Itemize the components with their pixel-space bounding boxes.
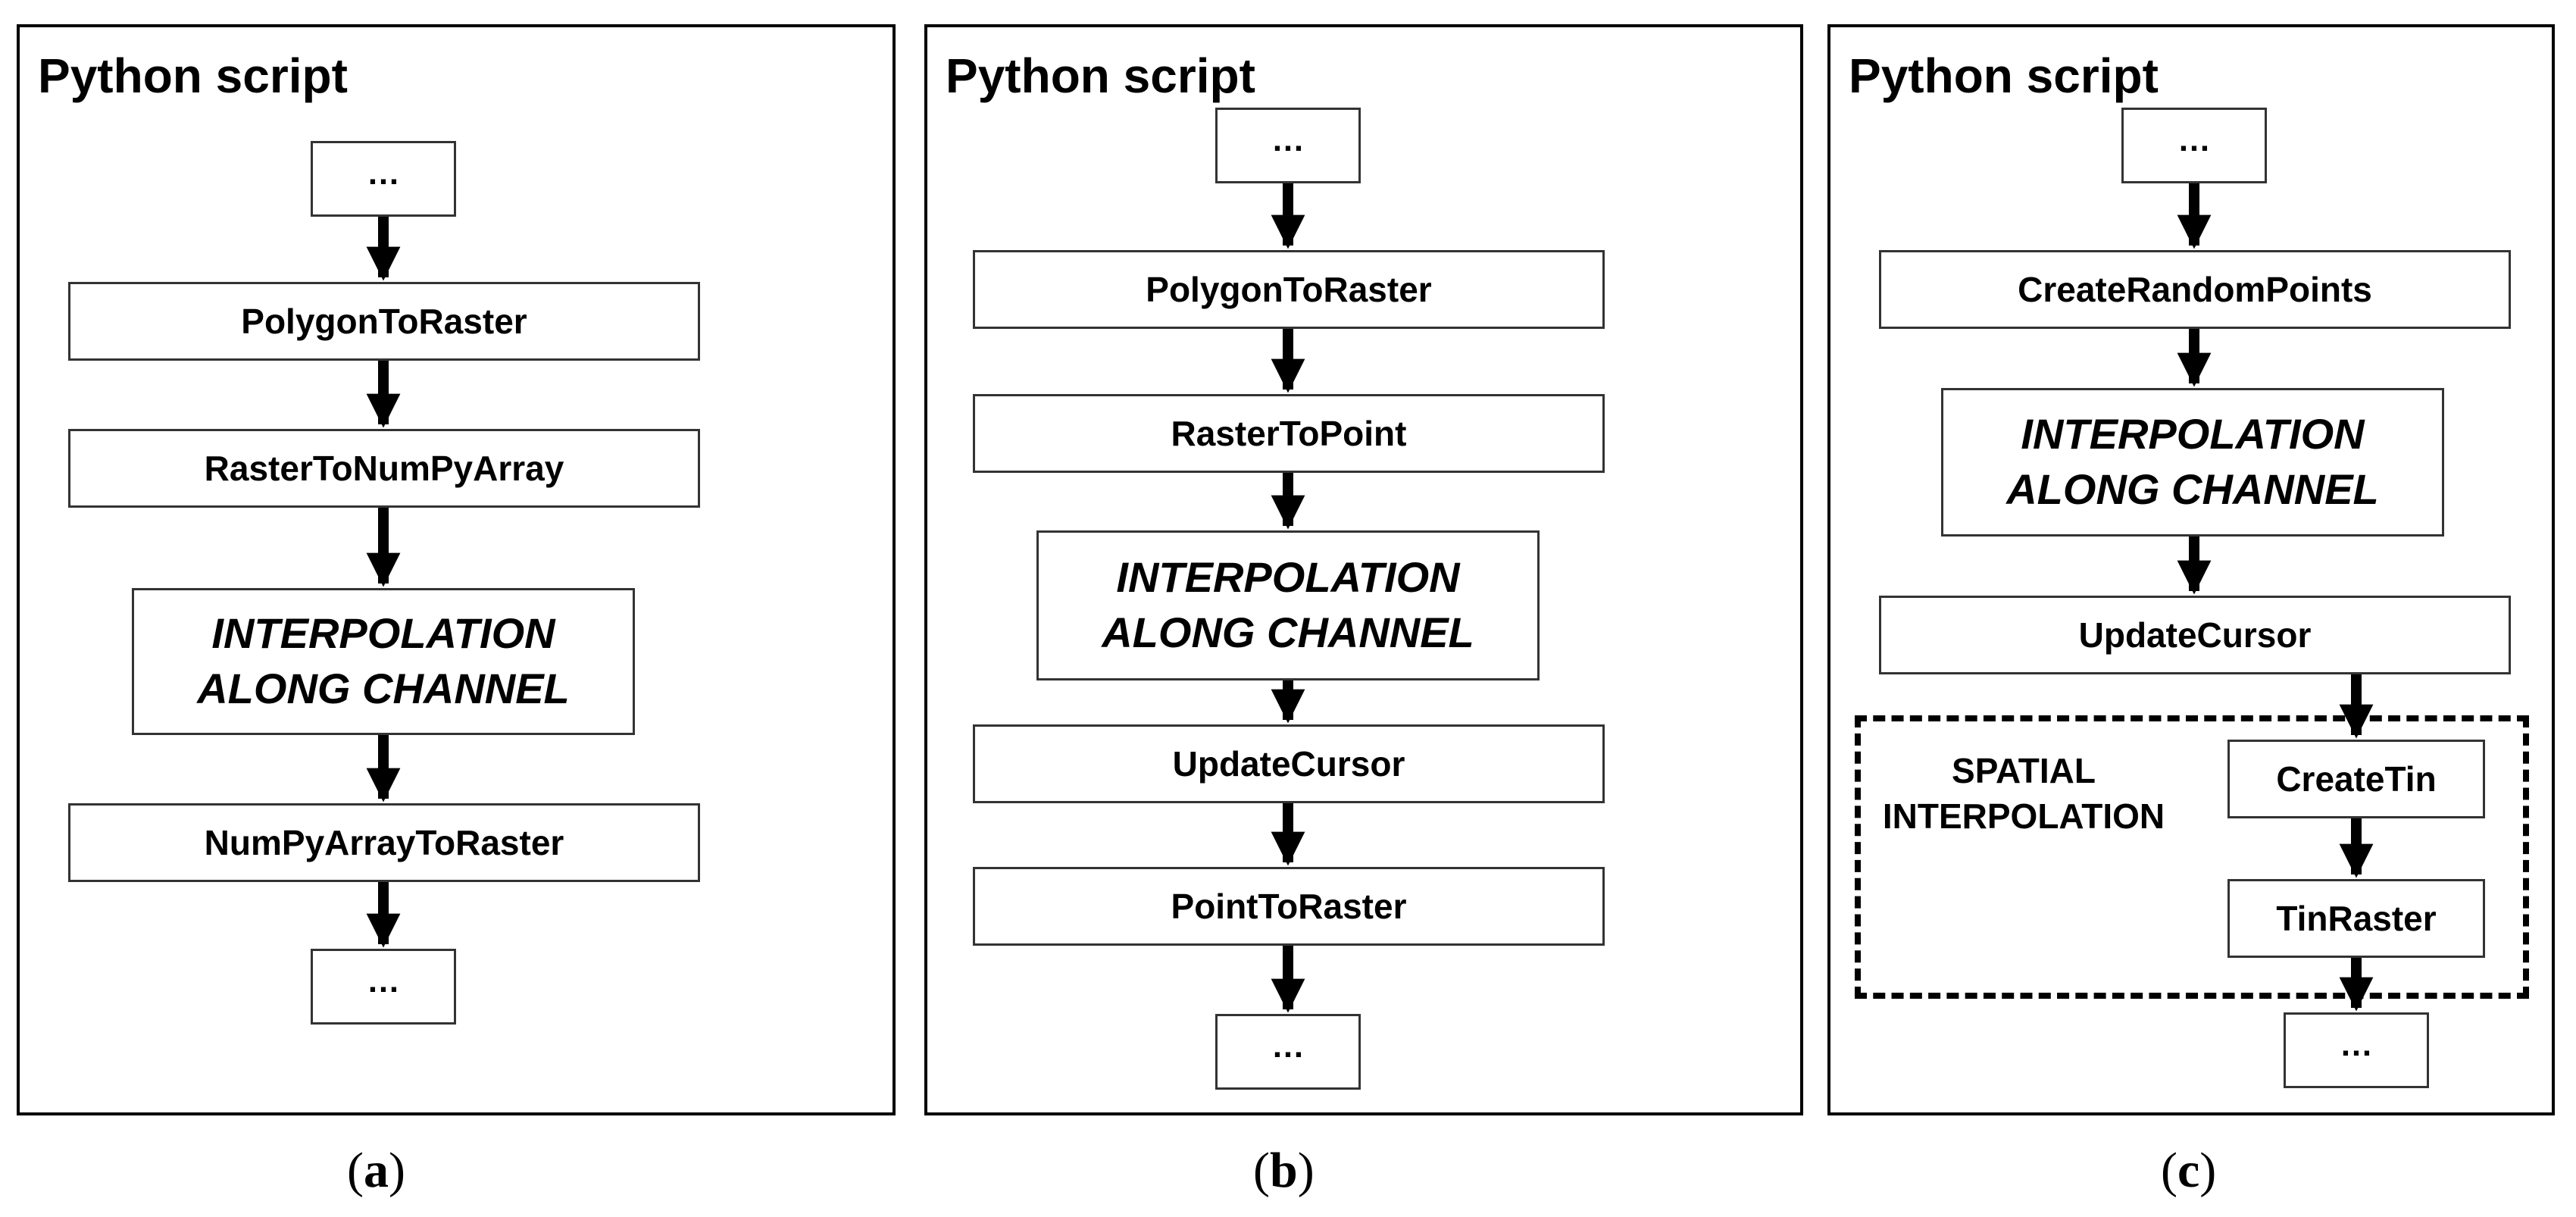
panel-c-step-tin-raster: TinRaster	[2227, 879, 2485, 958]
spatial-interpolation-group	[1855, 715, 2529, 999]
panel-b-step-point-to-raster: PointToRaster	[973, 867, 1605, 946]
panel-c-caption: (c)	[2161, 1143, 2217, 1198]
spatial-interpolation-label: SPATIAL INTERPOLATION	[1882, 751, 2165, 836]
panel-a-step-interpolation-along-channel: INTERPOLATION ALONG CHANNEL	[132, 588, 635, 735]
panel-c-end-box: …	[2284, 1012, 2429, 1088]
panel-a-caption: (a)	[347, 1143, 405, 1198]
panel-c-step-create-tin: CreateTin	[2227, 740, 2485, 818]
panel-c-title: Python script	[1849, 48, 2159, 103]
panel-b-step-polygon-to-raster: PolygonToRaster	[973, 250, 1605, 329]
panel-b-step-update-cursor: UpdateCursor	[973, 724, 1605, 803]
panel-a-step-polygon-to-raster: PolygonToRaster	[68, 282, 700, 361]
panel-b-end-box: …	[1215, 1014, 1361, 1090]
panel-a-title: Python script	[38, 48, 348, 103]
panel-b-start-box: …	[1215, 108, 1361, 183]
panel-a-step-numpy-array-to-raster: NumPyArrayToRaster	[68, 803, 700, 882]
panel-b-caption: (b)	[1253, 1143, 1315, 1198]
panel-a	[17, 24, 896, 1115]
panel-c-step-create-random-points: CreateRandomPoints	[1879, 250, 2511, 329]
panel-c-start-box: …	[2121, 108, 2267, 183]
panel-b-title: Python script	[946, 48, 1255, 103]
panel-c-step-interpolation-along-channel: INTERPOLATION ALONG CHANNEL	[1941, 388, 2444, 537]
panel-a-start-box: …	[311, 141, 456, 217]
panel-b-step-interpolation-along-channel: INTERPOLATION ALONG CHANNEL	[1036, 530, 1540, 680]
panel-a-step-raster-to-numpy-array: RasterToNumPyArray	[68, 429, 700, 508]
panel-a-end-box: …	[311, 949, 456, 1025]
panel-c-step-update-cursor: UpdateCursor	[1879, 596, 2511, 674]
panel-b-step-raster-to-point: RasterToPoint	[973, 394, 1605, 473]
